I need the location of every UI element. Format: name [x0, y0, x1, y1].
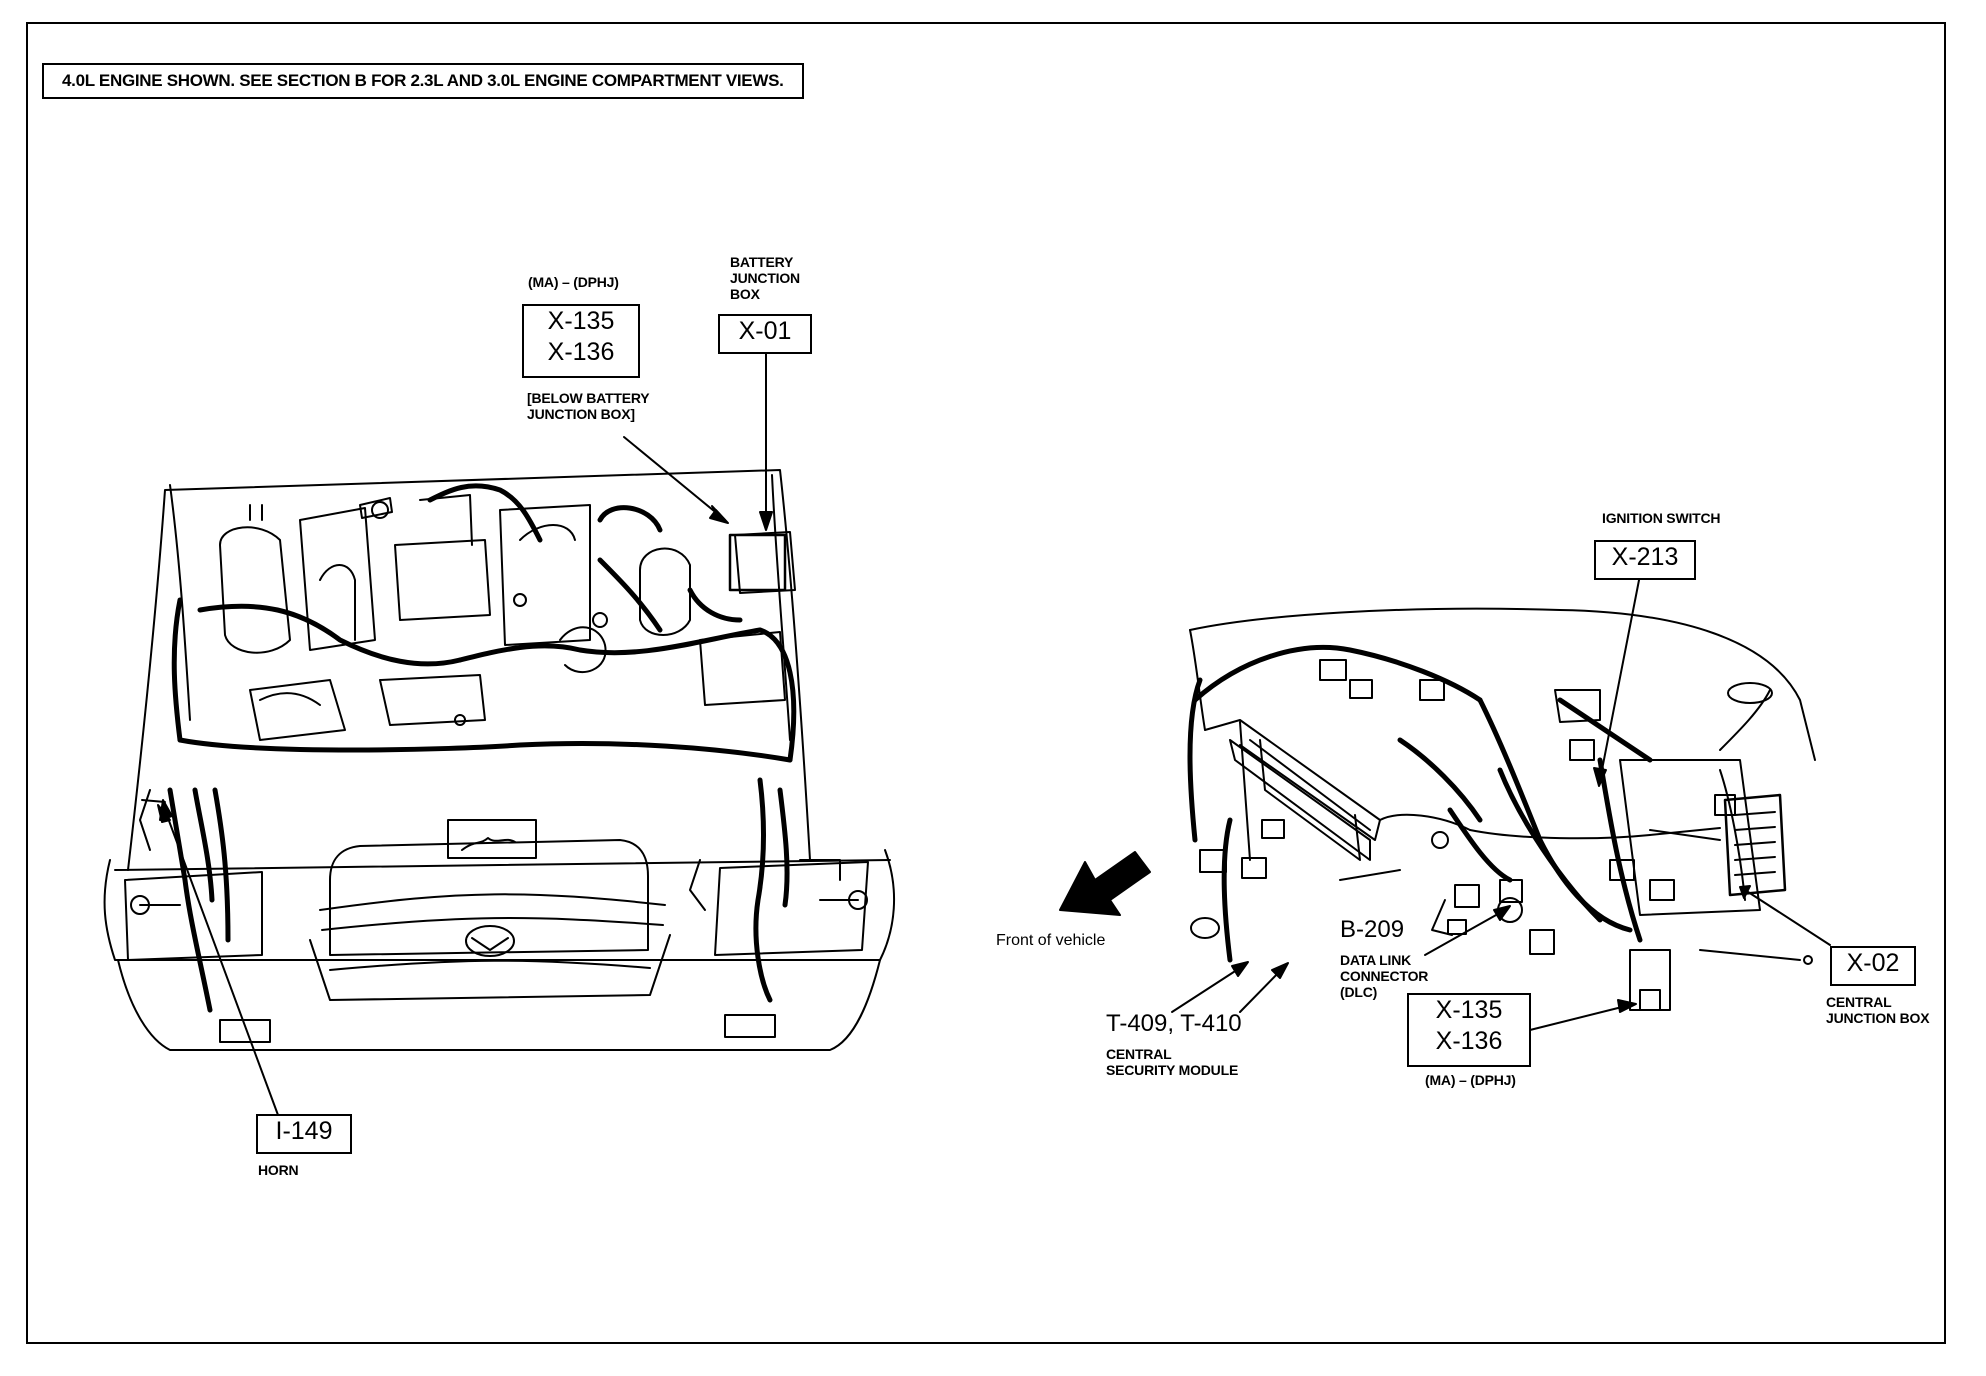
ma-dphj-qualifier-top: (MA) – (DPHJ) [528, 274, 619, 290]
connector-x135-x136-top[interactable]: X-135 X-136 [522, 304, 640, 378]
front-of-vehicle-label: Front of vehicle [996, 932, 1106, 949]
central-junction-label: CENTRAL JUNCTION BOX [1826, 994, 1930, 1026]
engine-note: 4.0L ENGINE SHOWN. SEE SECTION B FOR 2.3… [42, 63, 804, 99]
ignition-switch-label: IGNITION SWITCH [1602, 510, 1721, 526]
battery-junction-label: BATTERY JUNCTION BOX [730, 254, 800, 302]
connector-t409-t410[interactable]: T-409, T-410 [1106, 1010, 1242, 1037]
code-x136-bottom: X-136 [1435, 1027, 1503, 1055]
instrument-panel-drawing [1059, 607, 1816, 1011]
diagram-frame [26, 22, 1946, 1344]
connector-x213[interactable]: X-213 [1594, 540, 1696, 580]
engine-compartment-drawing [103, 469, 895, 1051]
code-x135-bottom: X-135 [1435, 996, 1503, 1024]
connector-i149[interactable]: I-149 [256, 1114, 352, 1154]
ma-dphj-qualifier-bottom: (MA) – (DPHJ) [1425, 1072, 1516, 1088]
leader-lines [157, 351, 1831, 1116]
below-battery-note: [BELOW BATTERY JUNCTION BOX] [527, 390, 650, 422]
connector-x02[interactable]: X-02 [1830, 946, 1916, 986]
security-module-label: CENTRAL SECURITY MODULE [1106, 1046, 1239, 1078]
connector-x01[interactable]: X-01 [718, 314, 812, 354]
horn-label: HORN [258, 1162, 299, 1178]
connector-b209[interactable]: B-209 [1340, 916, 1405, 943]
dlc-label: DATA LINK CONNECTOR (DLC) [1340, 952, 1429, 1000]
code-x135-top: X-135 [547, 307, 615, 335]
code-x136-top: X-136 [547, 338, 615, 366]
connector-x135-x136-bottom[interactable]: X-135 X-136 [1407, 993, 1531, 1067]
